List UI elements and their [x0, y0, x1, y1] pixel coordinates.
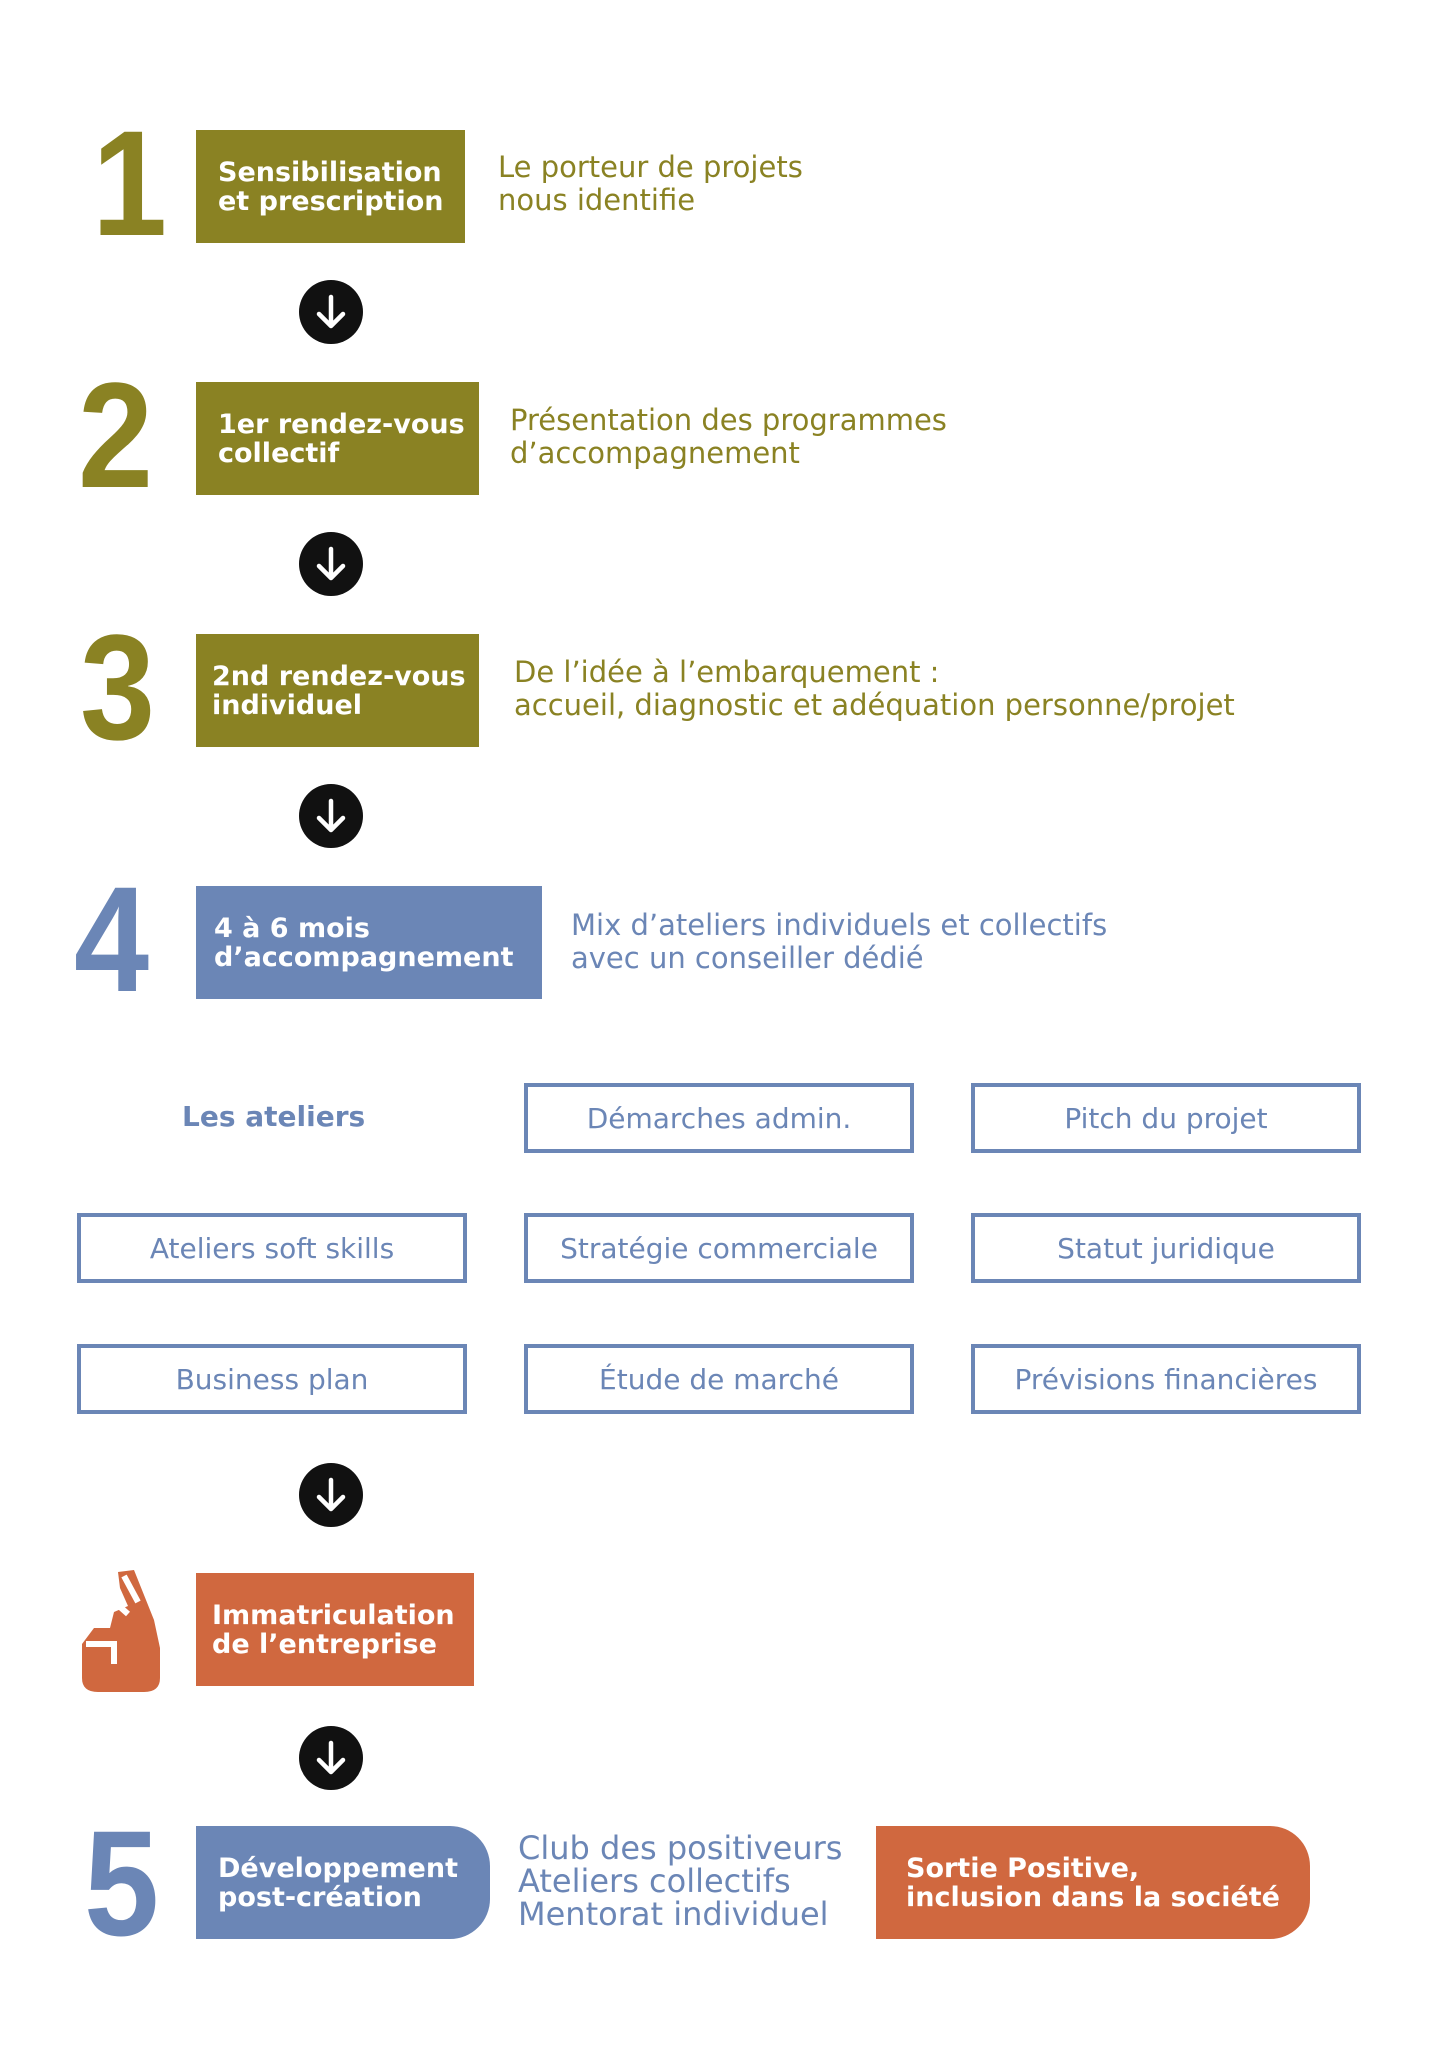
down-arrow-icon — [299, 1726, 363, 1790]
desc-line: d’accompagnement — [510, 436, 800, 470]
desc-line: accueil, diagnostic et adéquation person… — [514, 688, 1235, 722]
atelier-strategie-commerciale: Stratégie commerciale — [524, 1213, 914, 1283]
step-title-line: Immatriculation — [212, 1599, 455, 1631]
step-number-5: 5 — [84, 1799, 159, 1967]
desc-line: Mentorat individuel — [518, 1895, 829, 1933]
down-arrow-icon — [299, 784, 363, 848]
step-number-2: 2 — [78, 351, 153, 519]
down-arrow-icon — [299, 532, 363, 596]
step-title-line: 4 à 6 mois — [214, 912, 371, 944]
step-box-rdv-collectif: 1er rendez-vous collectif — [196, 382, 479, 495]
step-description-4: Mix d’ateliers individuels et collectifs… — [571, 909, 1107, 975]
outcome-title-line: inclusion dans la société — [906, 1881, 1280, 1913]
outcome-box-sortie-positive: Sortie Positive, inclusion dans la socié… — [876, 1826, 1310, 1939]
desc-line: Club des positiveurs — [518, 1829, 843, 1867]
desc-line: avec un conseiller dédié — [571, 941, 924, 975]
outcome-title-line: Sortie Positive, — [906, 1852, 1140, 1884]
atelier-etude-marche: Étude de marché — [524, 1344, 914, 1414]
step-box-rdv-individuel: 2nd rendez-vous individuel — [196, 634, 479, 747]
down-arrow-icon — [299, 280, 363, 344]
step-box-sensibilisation: Sensibilisation et prescription — [196, 130, 465, 243]
step-box-accompagnement: 4 à 6 mois d’accompagnement — [196, 886, 542, 999]
desc-line: Ateliers collectifs — [518, 1862, 791, 1900]
step-description-3: De l’idée à l’embarquement : accueil, di… — [514, 656, 1235, 722]
desc-line: Mix d’ateliers individuels et collectifs — [571, 908, 1108, 942]
atelier-soft-skills: Ateliers soft skills — [77, 1213, 467, 1283]
step-title-line: Sensibilisation — [218, 156, 442, 188]
step-title-line: d’accompagnement — [214, 941, 514, 973]
ateliers-heading: Les ateliers — [182, 1100, 366, 1133]
step-number-4: 4 — [74, 855, 149, 1023]
atelier-business-plan: Business plan — [77, 1344, 467, 1414]
step-box-developpement: Développement post-création — [196, 1826, 490, 1939]
step-title-line: post-création — [218, 1881, 422, 1913]
atelier-pitch-projet: Pitch du projet — [971, 1083, 1361, 1153]
step-title-line: 1er rendez-vous — [218, 408, 465, 440]
down-arrow-icon — [299, 1463, 363, 1527]
atelier-previsions-financieres: Prévisions financières — [971, 1344, 1361, 1414]
step-title-line: de l’entreprise — [212, 1628, 437, 1660]
desc-line: nous identifie — [498, 183, 696, 217]
step-number-1: 1 — [92, 99, 167, 267]
atelier-statut-juridique: Statut juridique — [971, 1213, 1361, 1283]
step-description-2: Présentation des programmes d’accompagne… — [510, 404, 947, 470]
step-description-5: Club des positiveurs Ateliers collectifs… — [518, 1832, 842, 1931]
step-number-3: 3 — [80, 603, 155, 771]
step-box-immatriculation: Immatriculation de l’entreprise — [196, 1573, 474, 1686]
desc-line: Le porteur de projets — [498, 150, 803, 184]
desc-line: De l’idée à l’embarquement : — [514, 655, 940, 689]
step-title-line: Développement — [218, 1852, 458, 1884]
step-title-line: 2nd rendez-vous — [212, 660, 466, 692]
step-title-line: individuel — [212, 689, 363, 721]
desc-line: Présentation des programmes — [510, 403, 947, 437]
step-title-line: et prescription — [218, 185, 444, 217]
step-title-line: collectif — [218, 437, 340, 469]
atelier-demarches-admin: Démarches admin. — [524, 1083, 914, 1153]
step-description-1: Le porteur de projets nous identifie — [498, 151, 803, 217]
immatriculation-hand-icon — [80, 1568, 162, 1694]
